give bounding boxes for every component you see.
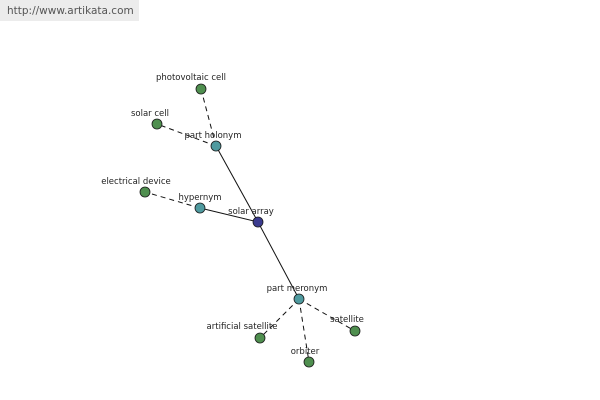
node-photovoltaic-cell[interactable] <box>195 83 207 95</box>
label-solar-cell[interactable]: solar cell <box>131 109 169 119</box>
node-part-meronym[interactable] <box>293 293 305 305</box>
label-hypernym[interactable]: hypernym <box>178 193 221 203</box>
edge-part-meronym <box>257 221 300 300</box>
node-artificial-satellite[interactable] <box>254 332 266 344</box>
label-part-holonym[interactable]: part holonym <box>185 131 242 141</box>
graph-labels: photovoltaic cell solar cell electrical de… <box>101 73 364 357</box>
edge-hypernym <box>199 207 259 223</box>
edge-part-holonym <box>215 145 259 223</box>
node-satellite[interactable] <box>349 325 361 337</box>
node-part-holonym[interactable] <box>210 140 222 152</box>
url-bar: http://www.artikata.com <box>0 0 139 21</box>
node-orbiter[interactable] <box>303 356 315 368</box>
label-satellite[interactable]: satellite <box>330 315 364 325</box>
edge-satellite <box>298 298 356 332</box>
node-solar-cell[interactable] <box>151 118 163 130</box>
site-link[interactable]: http://www.artikata.com <box>7 5 134 17</box>
node-hypernym[interactable] <box>194 202 206 214</box>
label-solar-array[interactable]: solar array <box>228 207 274 217</box>
node-solar-array[interactable] <box>252 216 264 228</box>
edge-solar-cell <box>156 123 217 147</box>
label-photovoltaic-cell[interactable]: photovoltaic cell <box>156 73 226 83</box>
edge-electrical-device <box>144 191 201 209</box>
node-electrical-device[interactable] <box>139 186 151 198</box>
graph-edges <box>144 88 356 363</box>
edge-artificial-satellite <box>259 298 300 339</box>
label-orbiter[interactable]: orbiter <box>291 347 320 357</box>
label-part-meronym[interactable]: part meronym <box>267 284 328 294</box>
label-artificial-satellite[interactable]: artificial satellite <box>207 322 278 332</box>
graph-nodes <box>139 83 361 368</box>
edge-orbiter <box>298 298 310 363</box>
label-electrical-device[interactable]: electrical device <box>101 177 171 187</box>
edge-photovoltaic-cell <box>200 88 217 147</box>
